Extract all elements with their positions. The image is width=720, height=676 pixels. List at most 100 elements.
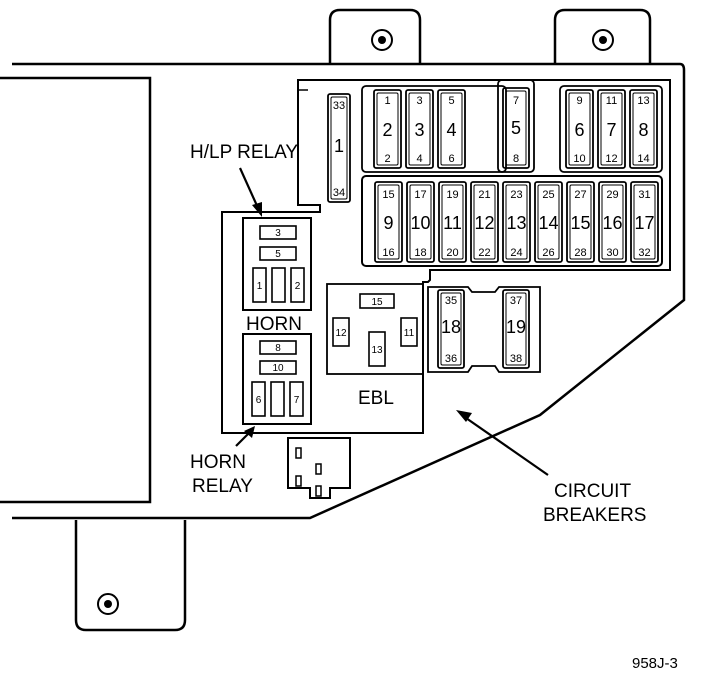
hlp-relay-terminal-5: 5	[275, 249, 281, 260]
fuse-15-number: 15	[570, 213, 590, 233]
fuse-3: 3 3 4	[405, 89, 434, 169]
fuse-3-bottom-terminal: 4	[416, 153, 422, 165]
fuse-13: 23 13 24	[502, 181, 531, 263]
circuit-breaker-18-bottom-terminal: 36	[445, 353, 457, 365]
fuse-2-number: 2	[382, 120, 392, 140]
circuit-breakers-arrow	[456, 410, 472, 422]
fuse-6-number: 6	[574, 120, 584, 140]
horn-relay: 8 10 6 7	[251, 340, 304, 417]
fuse-7-bottom-terminal: 12	[605, 153, 617, 165]
fuse-8-bottom-terminal: 14	[637, 153, 649, 165]
fuse-10-number: 10	[410, 213, 430, 233]
horn-relay-terminal-7: 7	[294, 395, 300, 406]
horn-relay-terminal-8: 8	[275, 343, 281, 354]
fuse-9-top-terminal: 15	[382, 189, 394, 201]
fuse-6-top-terminal: 9	[576, 95, 582, 107]
horn-relay-terminal-10: 10	[272, 363, 284, 374]
circuit-breaker-19-top-terminal: 37	[510, 295, 522, 307]
fuse-14-number: 14	[538, 213, 558, 233]
circuit-breaker-18-number: 18	[441, 317, 461, 337]
fuse-17: 31 17 32	[630, 181, 659, 263]
hlp-relay-label: H/LP RELAY	[190, 142, 298, 163]
fuse-17-number: 17	[634, 213, 654, 233]
horn-relay-terminal-6: 6	[256, 395, 262, 406]
fuse-5-number: 5	[511, 118, 521, 138]
fuse-11: 19 11 20	[438, 181, 467, 263]
fuse-2: 1 2 2	[373, 89, 402, 169]
fuse-9-number: 9	[383, 213, 393, 233]
fuse-6: 9 6 10	[565, 89, 594, 169]
fuse-13-number: 13	[506, 213, 526, 233]
fuse-16-number: 16	[602, 213, 622, 233]
fuse-10-top-terminal: 17	[414, 189, 426, 201]
horn-relay-label-line1: HORN	[190, 452, 246, 473]
dash-panel-cutout	[0, 76, 152, 504]
fuse-1-top-terminal: 33	[333, 100, 345, 112]
ebl-terminal-15: 15	[371, 297, 383, 308]
fuse-7: 11 7 12	[597, 89, 626, 169]
circuit-breakers-label-line2: BREAKERS	[543, 505, 646, 526]
horn-relay-label-line2: RELAY	[192, 476, 253, 497]
ebl-relay: 15 12 13 11	[332, 293, 418, 367]
circuit-breakers-label-line1: CIRCUIT	[554, 481, 631, 502]
fuse-15-top-terminal: 27	[574, 189, 586, 201]
fuse-6-bottom-terminal: 10	[573, 153, 585, 165]
circuit-breaker-19: 37 19 38	[502, 289, 530, 369]
fuse-16-bottom-terminal: 30	[606, 247, 618, 259]
ebl-terminal-11: 11	[404, 328, 415, 339]
fuse-14: 25 14 26	[534, 181, 563, 263]
hlp-relay: 3 5 1 2	[252, 225, 305, 303]
fuse-9-bottom-terminal: 16	[382, 247, 394, 259]
hlp-relay-terminal-3: 3	[275, 228, 281, 239]
fuse-8-top-terminal: 13	[637, 95, 649, 107]
horn-relay-arrow	[244, 426, 255, 438]
mounting-tab-bottom	[74, 520, 187, 632]
fuse-8: 13 8 14	[629, 89, 658, 169]
fuse-16-top-terminal: 29	[606, 189, 618, 201]
fuse-12-number: 12	[474, 213, 494, 233]
fuse-2-top-terminal: 1	[384, 95, 390, 107]
fuse-5-top-terminal: 7	[513, 95, 519, 107]
circuit-breaker-18-top-terminal: 35	[445, 295, 457, 307]
hlp-relay-terminal-1: 1	[257, 281, 263, 292]
fuse-4-number: 4	[446, 120, 456, 140]
fuse-12-bottom-terminal: 22	[478, 247, 490, 259]
fuse-7-number: 7	[606, 120, 616, 140]
fuse-3-number: 3	[414, 120, 424, 140]
fuse-9: 15 9 16	[374, 181, 403, 263]
fuse-15-bottom-terminal: 28	[574, 247, 586, 259]
fuse-13-bottom-terminal: 24	[510, 247, 522, 259]
fuse-13-top-terminal: 23	[510, 189, 522, 201]
circuit-breaker-18: 35 18 36	[437, 289, 465, 369]
fuse-1: 33 1 34	[327, 93, 351, 203]
fuse-1-number: 1	[334, 136, 344, 156]
fuse-3-top-terminal: 3	[416, 95, 422, 107]
ebl-terminal-12: 12	[335, 328, 347, 339]
fuse-15: 27 15 28	[566, 181, 595, 263]
fuse-7-top-terminal: 11	[606, 95, 617, 107]
fuse-14-top-terminal: 25	[542, 189, 554, 201]
horn-label: HORN	[246, 314, 302, 335]
hlp-relay-terminal-2: 2	[295, 281, 301, 292]
fuse-11-bottom-terminal: 20	[446, 247, 458, 259]
fuse-8-number: 8	[638, 120, 648, 140]
fuse-14-bottom-terminal: 26	[542, 247, 554, 259]
fuse-11-number: 11	[443, 213, 462, 233]
fuse-11-top-terminal: 19	[446, 189, 458, 201]
circuit-breaker-frame	[427, 286, 541, 373]
fuse-1-bottom-terminal: 34	[333, 187, 345, 199]
fuse-17-top-terminal: 31	[638, 189, 650, 201]
fuse-16: 29 16 30	[598, 181, 627, 263]
connector	[287, 437, 351, 499]
fuse-4-top-terminal: 5	[448, 95, 454, 107]
fuse-2-bottom-terminal: 2	[384, 153, 390, 165]
fuse-5-bottom-terminal: 8	[513, 153, 519, 165]
hlp-relay-arrow	[252, 202, 262, 217]
fuse-block-housing	[12, 62, 686, 520]
fuse-5: 7 5 8	[502, 87, 530, 169]
fuse-12: 21 12 22	[470, 181, 499, 263]
fuse-12-top-terminal: 21	[478, 189, 490, 201]
ebl-label: EBL	[358, 388, 394, 409]
fuse-4-bottom-terminal: 6	[448, 153, 454, 165]
circuit-breaker-19-number: 19	[506, 317, 526, 337]
